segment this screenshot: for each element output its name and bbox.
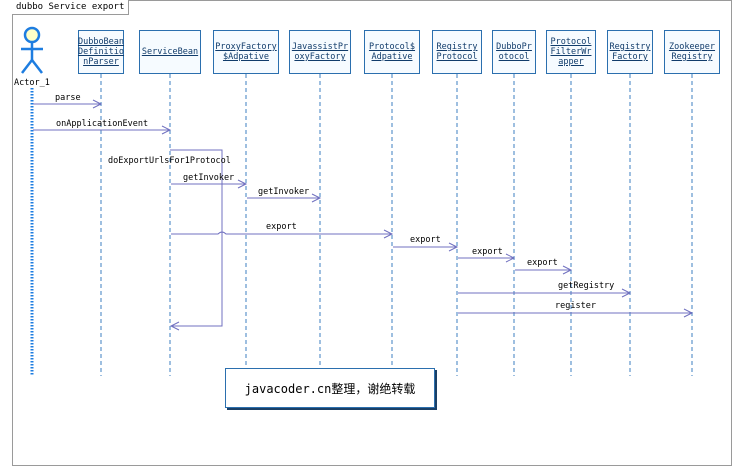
actor-head — [23, 26, 41, 44]
message-label-register: register — [555, 301, 596, 311]
message-label-getinvoker-2: getInvoker — [258, 187, 310, 197]
actor-label: Actor_1 — [14, 78, 50, 88]
arrow-export-1 — [171, 231, 391, 235]
arrow-doexporturls-self — [170, 149, 223, 327]
message-label-getinvoker-1: getInvoker — [183, 173, 235, 183]
participant-dubbo-protocol: DubboPr otocol — [492, 30, 536, 74]
participant-parser: DubboBean Definitio nParser — [78, 30, 124, 74]
participant-filter-wrapper: Protocol FilterWr apper — [546, 30, 596, 74]
participant-registry-protocol: Registry Protocol — [432, 30, 482, 74]
message-label-export-4: export — [527, 258, 558, 268]
message-label-doexporturls: doExportUrlsFor1Protocol — [108, 156, 231, 166]
message-label-onapplicationevent: onApplicationEvent — [56, 119, 149, 129]
participant-registry-factory: Registry Factory — [607, 30, 653, 74]
arrowhead-getinvoker-1 — [237, 179, 248, 189]
arrowhead-export-4 — [562, 265, 573, 275]
arrowhead-doexporturls — [169, 321, 180, 331]
arrowhead-export-1 — [383, 229, 394, 239]
arrowhead-export-3 — [505, 253, 516, 263]
diagram-frame — [12, 0, 732, 466]
arrowhead-getregistry — [621, 288, 632, 298]
participant-javassist: JavassistPr oxyFactory — [289, 30, 351, 74]
arrowhead-parse — [92, 99, 103, 109]
participant-proxyfactory: ProxyFactory $Adpative — [213, 30, 279, 74]
message-label-export-2: export — [410, 235, 441, 245]
participant-protocol-adaptive: Protocol$ Adpative — [364, 30, 420, 74]
arrowhead-getinvoker-2 — [311, 193, 322, 203]
message-label-export-3: export — [472, 247, 503, 257]
message-label-getregistry: getRegistry — [558, 281, 615, 291]
participant-zk-registry: Zookeeper Registry — [664, 30, 720, 74]
lifelines — [100, 74, 693, 376]
actor-leg-right — [31, 59, 43, 74]
arrowhead-onapplicationevent — [161, 125, 172, 135]
message-label-export-1: export — [266, 222, 297, 232]
actor-leg-left — [21, 59, 33, 74]
participant-servicebean: ServiceBean — [139, 30, 201, 74]
message-arrows — [33, 99, 694, 331]
arrowhead-export-2 — [448, 242, 459, 252]
message-label-parse: parse — [55, 93, 81, 103]
arrowhead-register — [683, 308, 694, 318]
actor-figure — [21, 26, 43, 74]
frame-title: dubbo Service export — [12, 0, 130, 15]
watermark-note: javacoder.cn整理，谢绝转载 — [225, 368, 435, 408]
